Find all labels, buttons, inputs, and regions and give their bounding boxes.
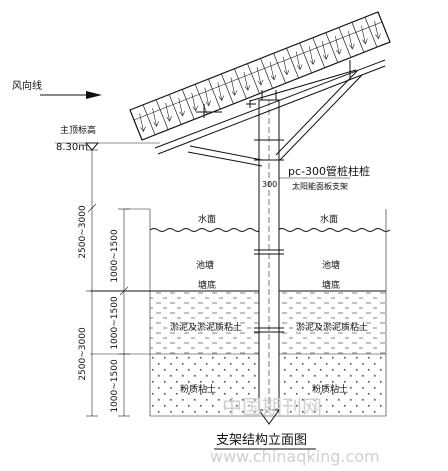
soil-right-label: 粉质粘土 — [312, 383, 348, 395]
wind-label: 风向线 — [12, 79, 42, 92]
dim-upper: 2500~3000 — [78, 205, 88, 259]
elevation-marker — [55, 142, 160, 151]
panel-load-arrow — [217, 82, 225, 102]
panel-cell-divider — [155, 99, 169, 130]
dim-lower: 2500~3000 — [78, 327, 88, 381]
panel-cell-divider — [142, 104, 156, 135]
pond-left-label: 池塘 — [196, 259, 214, 271]
support-frame — [154, 59, 386, 167]
water-left-label: 水面 — [198, 213, 216, 225]
panel-load-arrow — [230, 77, 238, 96]
panel-cell-divider — [207, 78, 221, 110]
panel-load-arrow — [308, 46, 316, 65]
pond-right-label: 池塘 — [322, 259, 340, 271]
top-elevation-label: 主顶标高 — [60, 124, 96, 136]
panel-cell-divider — [286, 47, 299, 79]
panel-cell-divider — [168, 94, 182, 125]
watermark-url: www.chinaqking.com — [210, 447, 380, 466]
pile-type-label: pc-300管桩柱桩 — [288, 164, 370, 178]
panel-load-arrow — [165, 103, 172, 122]
panel-load-arrow — [256, 66, 264, 86]
soil-left-label: 粉质粘土 — [180, 383, 216, 395]
panel-cell-divider — [364, 17, 378, 48]
dimension-lines — [86, 149, 150, 417]
bottom-left-label: 塘底 — [198, 279, 216, 291]
panel-load-arrow — [178, 97, 185, 117]
panel-load-arrow — [139, 113, 146, 133]
panel-cell-divider — [194, 84, 208, 115]
panel-load-arrow — [295, 51, 303, 71]
panel-load-arrow — [269, 61, 277, 81]
wind-arrow — [40, 91, 102, 99]
panel-cell-divider — [260, 58, 273, 89]
panel-cell-divider — [247, 63, 260, 94]
bottom-right-label: 塘底 — [322, 279, 340, 291]
panel-cell-divider — [312, 37, 326, 68]
watermark-cn: 中国期刊网 — [222, 395, 322, 419]
panel-cell-divider — [299, 42, 313, 74]
panel-load-arrow — [348, 30, 355, 50]
panel-cell-divider — [221, 73, 234, 105]
panel-cell-divider — [181, 89, 195, 120]
dim-soil: 1000~1500 — [110, 359, 120, 413]
panel-cell-divider — [351, 22, 365, 53]
pile-width-label: 300 — [262, 180, 277, 189]
top-elevation-value: 8.30m — [56, 142, 88, 153]
panel-load-arrow — [243, 72, 251, 91]
dim-silt: 1000~1500 — [110, 296, 120, 350]
dim-water: 1000~1500 — [110, 229, 120, 283]
panel-load-arrow — [374, 20, 381, 40]
solar-panel-array — [129, 11, 391, 141]
panel-cell-divider — [273, 53, 286, 84]
panel-load-arrow — [282, 56, 290, 76]
panel-load-arrow — [321, 41, 329, 60]
caption: 支架结构立面图 — [216, 433, 307, 448]
panel-cell-divider — [234, 68, 247, 99]
pipe-pile — [254, 99, 284, 425]
panel-load-arrow — [152, 108, 159, 127]
panel-load-arrow — [191, 92, 199, 112]
silt-left-label: 淤泥及淤泥质粘土 — [170, 321, 242, 333]
panel-cell-divider — [338, 27, 352, 58]
pile-note-label: 太阳能面板支架 — [292, 181, 348, 191]
water-right-label: 水面 — [320, 213, 338, 225]
panel-load-arrow — [204, 87, 212, 107]
silt-right-label: 淤泥及淤泥质粘土 — [296, 321, 368, 333]
panel-load-arrow — [335, 35, 342, 55]
panel-cell-divider — [325, 32, 339, 63]
panel-load-arrow — [361, 25, 368, 45]
